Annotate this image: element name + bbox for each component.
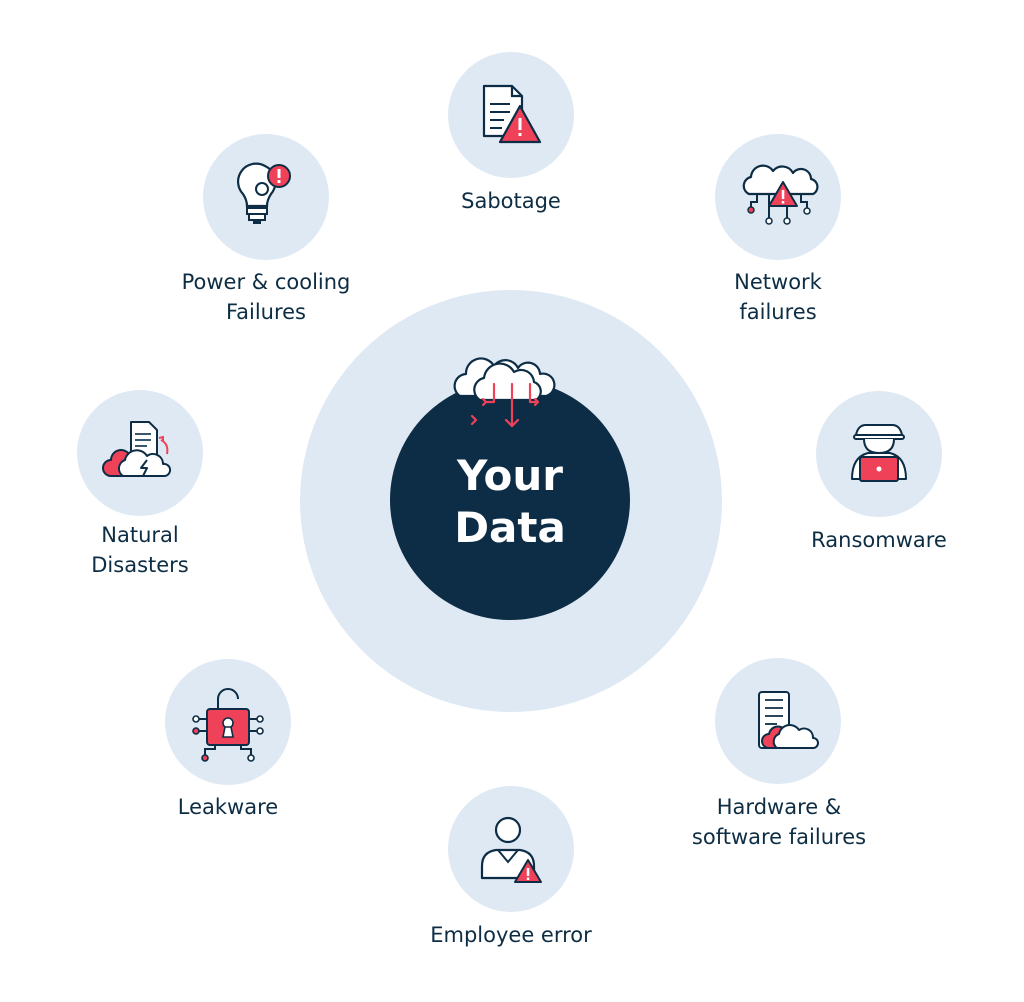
person-warning-icon: [480, 816, 542, 883]
sabotage-label: Sabotage: [461, 189, 561, 213]
hardware-software-label-line2: software failures: [691, 825, 867, 849]
hacker-laptop-icon: [851, 424, 907, 482]
natural-disasters-label-line2: Disasters: [91, 553, 189, 577]
center-title-line2: Data: [454, 503, 566, 552]
lightbulb-alert-icon: [236, 162, 291, 224]
power-cooling-label-line1: Power & cooling: [181, 270, 351, 294]
ransomware-node: [816, 391, 942, 517]
your-data-circle: [390, 380, 630, 620]
network-failures-label-line2: failures: [739, 300, 817, 324]
leakware-label: Leakware: [177, 795, 279, 819]
power-cooling-node: [203, 134, 329, 260]
natural-disasters-label-line1: Natural: [101, 523, 179, 547]
employee-error-label: Employee error: [430, 923, 592, 947]
sabotage-node: [448, 52, 574, 178]
hardware-software-node: [715, 658, 841, 784]
cloud-download-icon: [446, 340, 566, 439]
natural-disasters-node: [77, 390, 203, 516]
hardware-software-label-line1: Hardware &: [716, 795, 842, 819]
network-failures-label-line1: Network: [734, 270, 822, 294]
cloud-network-warning-icon: [742, 164, 819, 225]
network-failures-node: [715, 134, 841, 260]
center-title-line1: Your: [456, 451, 564, 500]
padlock-circuit-icon: [192, 688, 264, 762]
device-cloud-icon: [758, 691, 819, 749]
leakware-node: [165, 659, 291, 785]
storm-cloud-document-icon: [102, 421, 172, 477]
power-cooling-label-line2: Failures: [225, 300, 307, 324]
document-warning-icon: [482, 84, 542, 144]
employee-error-node: [448, 786, 574, 912]
ransomware-label: Ransomware: [811, 528, 947, 552]
